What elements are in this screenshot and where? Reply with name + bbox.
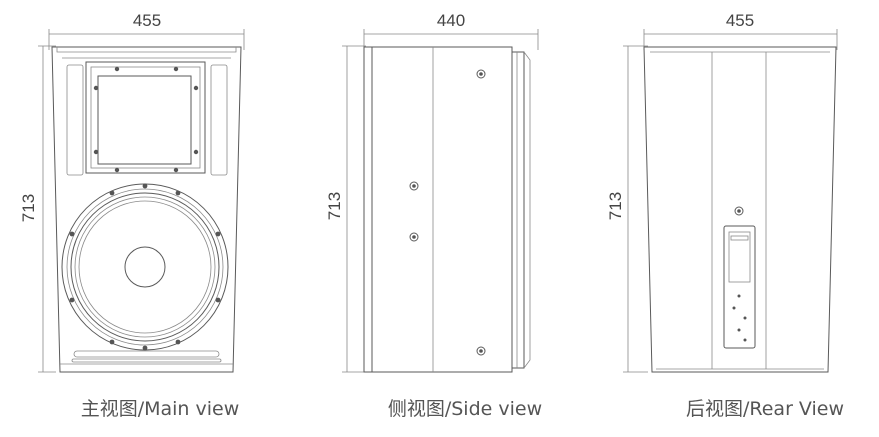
side-height-label: 713: [325, 192, 344, 220]
main-width-dimension: 455: [48, 11, 245, 50]
main-view: 455 713: [19, 11, 245, 373]
main-height-dimension: 713: [19, 45, 56, 373]
side-view-caption: 侧视图/Side view: [387, 398, 543, 420]
side-width-label: 440: [437, 11, 465, 30]
rear-width-dimension: 455: [643, 11, 838, 50]
rear-height-label: 713: [606, 192, 625, 220]
main-height-label: 713: [19, 194, 38, 222]
rear-view: 455 713: [606, 11, 838, 373]
side-width-dimension: 440: [363, 11, 539, 50]
main-hf-horn: [85, 61, 206, 174]
rear-view-caption: 后视图/Rear View: [685, 398, 845, 420]
main-width-label: 455: [133, 11, 161, 30]
side-cabinet: [363, 46, 531, 373]
side-view: 440 713: [325, 11, 539, 373]
rear-cabinet: [643, 46, 837, 373]
main-woofer: [61, 183, 229, 351]
rear-width-label: 455: [726, 11, 754, 30]
rear-height-dimension: 713: [606, 45, 648, 373]
main-view-caption: 主视图/Main view: [80, 398, 240, 420]
main-cabinet: [51, 46, 242, 373]
side-height-dimension: 713: [325, 45, 366, 373]
